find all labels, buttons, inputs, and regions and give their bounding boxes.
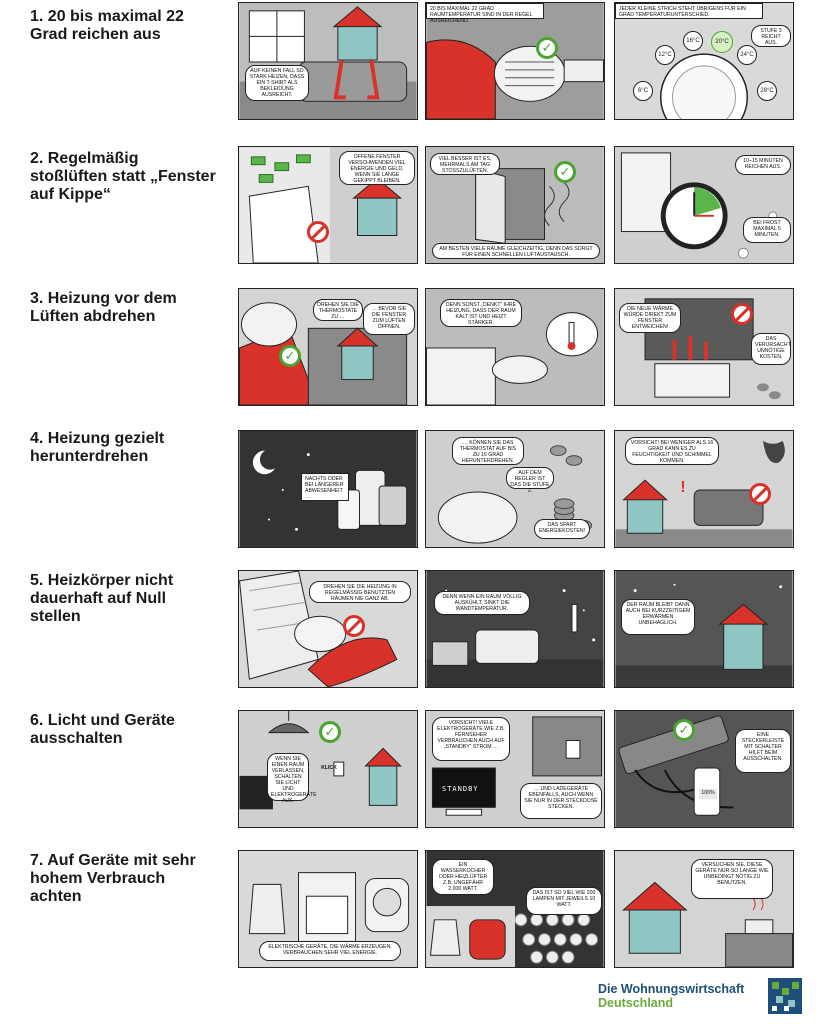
sound-effect: Klick [321, 765, 337, 771]
speech-bubble: Auf dem Regler ist das die Stufe 2. [506, 467, 554, 494]
comic-panel: Denn sonst „denkt“ Ihre Heizung, dass de… [425, 288, 605, 406]
comic-panel: Viel besser ist es, mehrmals am Tag stoß… [425, 146, 605, 264]
brand-line-2: Deutschland [598, 996, 674, 1010]
comic-panel: Nachts oder bei längerer Abwesenheit … [238, 430, 418, 548]
thermostat-dial-illustration [615, 3, 793, 119]
speech-bubble: Denn wenn ein Raum völlig auskühlt, sink… [434, 591, 530, 615]
comic-panel: ✓ Wenn Sie einen Raum verlassen, schalte… [238, 710, 418, 828]
comic-panel: ! Vorsicht! Bei weniger als 16 Grad kann… [614, 430, 794, 548]
comic-panel: Jeder kleine Strich steht übrigens für e… [614, 2, 794, 120]
speech-bubble: Drehen Sie die Thermostate zu … [313, 299, 363, 321]
temp-chip: 28°C [757, 81, 777, 101]
section-heading: 6. Licht und Geräte ausschalten [30, 712, 175, 747]
speech-bubble: Das verursacht unnötige Kosten. [751, 333, 791, 365]
clock-window-illustration [615, 147, 793, 263]
comic-panel: Drehen Sie die Heizung in regelmäßig ben… [238, 570, 418, 688]
check-icon: ✓ [279, 345, 301, 367]
temp-chip: 16°C [683, 31, 703, 51]
speech-bubble: Drehen Sie die Heizung in regelmäßig ben… [309, 581, 411, 603]
section-heading: 4. Heizung gezielt herunterdrehen [30, 430, 165, 465]
comic-panel: Vorsicht! Viele Elektrogeräte wie z.B. F… [425, 710, 605, 828]
speech-bubble: Das ist so viel wie 200 Lampen mit jewei… [526, 887, 602, 915]
comic-panel: Offene Fenster verschwenden viel Energie… [238, 146, 418, 264]
section-heading: 2. Regelmäßig stoßlüften statt „Fenster … [30, 150, 216, 203]
speech-bubble: Bei Frost maximal 5 Minuten. [743, 217, 791, 243]
caption-box: 20 bis maximal 22 Grad Raumtemperatur si… [426, 3, 544, 24]
section-heading: 5. Heizkörper nicht dauerhaft auf Null s… [30, 572, 174, 625]
speech-bubble: Versuchen Sie, diese Geräte nur so lange… [691, 859, 773, 899]
check-icon: ✓ [673, 719, 695, 741]
temp-chip-active: 20°C [711, 31, 733, 53]
speech-bubble: Vorsicht! Bei weniger als 16 Grad kann e… [625, 437, 719, 465]
comic-panel: ✓ Eine Steckerleiste mit Schalter hilft … [614, 710, 794, 828]
comic-panel: Ein Wasserkocher oder Heizlüfter z.B. un… [425, 850, 605, 968]
section-7: 7. Auf Geräte mit sehr hohem Verbrauch a… [0, 850, 838, 978]
speech-bubble: Ein Wasserkocher oder Heizlüfter z.B. un… [432, 859, 494, 895]
speech-bubble: Die neue Wärme würde direkt zum Fenster … [619, 303, 681, 333]
brand-logo-icon [768, 978, 802, 1014]
section-heading: 3. Heizung vor dem Lüften abdrehen [30, 290, 177, 325]
speech-bubble: Am besten viele Räume gleichzeitig, denn… [432, 243, 600, 259]
speech-bubble: 10–15 Minuten reichen aus. [735, 155, 791, 175]
temp-chip: 12°C [655, 45, 675, 65]
section-6: 6. Licht und Geräte ausschalten ✓ Wenn S… [0, 710, 838, 838]
section-1: 1. 20 bis maximal 22 Grad reichen aus Au… [0, 2, 838, 130]
speech-bubble: Elektrische Geräte, die Wärme erzeugen, … [259, 941, 401, 961]
section-3: 3. Heizung vor dem Lüften abdrehen Drehe… [0, 288, 838, 416]
comic-panel: Der Raum bleibt dann auch bei kurzzeitig… [614, 570, 794, 688]
check-icon: ✓ [554, 161, 576, 183]
section-heading: 1. 20 bis maximal 22 Grad reichen aus [30, 8, 184, 43]
temp-chip: 24°C [737, 45, 757, 65]
no-icon [731, 303, 753, 325]
comic-panel: Versuchen Sie, diese Geräte nur so lange… [614, 850, 794, 968]
comic-panel: Drehen Sie die Thermostate zu … … bevor … [238, 288, 418, 406]
phone-battery-text: 100% [699, 789, 717, 799]
speech-bubble: Auf keinen Fall so stark heizen, dass ei… [245, 65, 309, 101]
speech-bubble: … und Ladegeräte ebenfalls, auch wenn si… [520, 783, 602, 819]
brand-wordmark: Die Wohnungswirtschaft Deutschland [598, 982, 768, 1010]
comic-panel: 10–15 Minuten reichen aus. Bei Frost max… [614, 146, 794, 264]
mold-sofa-illustration: ! [615, 431, 793, 547]
speech-bubble: Wenn Sie einen Raum verlassen, schalten … [267, 753, 317, 804]
speech-bubble: … können Sie das Thermostat auf bis zu 1… [452, 437, 524, 465]
speech-bubble: Denn sonst „denkt“ Ihre Heizung, dass de… [440, 299, 522, 327]
thermostat-hand-illustration [426, 3, 604, 119]
tv-standby-label: STANDBY [442, 785, 479, 793]
caption-box: Jeder kleine Strich steht übrigens für e… [615, 3, 763, 19]
speech-bubble: Viel besser ist es, mehrmals am Tag stoß… [430, 153, 500, 175]
check-icon: ✓ [536, 37, 558, 59]
section-2: 2. Regelmäßig stoßlüften statt „Fenster … [0, 146, 838, 274]
comic-panel: 20 bis maximal 22 Grad Raumtemperatur si… [425, 2, 605, 120]
section-4: 4. Heizung gezielt herunterdrehen Nachts… [0, 430, 838, 558]
comic-panel: Denn wenn ein Raum völlig auskühlt, sink… [425, 570, 605, 688]
speech-bubble: Das spart Energiekosten! [534, 519, 590, 539]
comic-panel: Die neue Wärme würde direkt zum Fenster … [614, 288, 794, 406]
no-icon [749, 483, 771, 505]
svg-text:!: ! [680, 479, 685, 496]
comic-panel: … können Sie das Thermostat auf bis zu 1… [425, 430, 605, 548]
caption-box: Nachts oder bei längerer Abwesenheit … [301, 473, 349, 501]
speech-bubble: Stufe 3 reicht aus. [751, 25, 791, 47]
speech-bubble: Der Raum bleibt dann auch bei kurzzeitig… [621, 599, 695, 635]
comic-panel: Elektrische Geräte, die Wärme erzeugen, … [238, 850, 418, 968]
cold-living-room-illustration [426, 571, 604, 687]
comic-panel: Auf keinen Fall so stark heizen, dass ei… [238, 2, 418, 120]
speech-bubble: Offene Fenster verschwenden viel Energie… [339, 151, 415, 185]
speech-bubble: Vorsicht! Viele Elektrogeräte wie z.B. F… [432, 717, 510, 761]
no-icon [307, 221, 329, 243]
living-room-illustration [239, 3, 417, 119]
no-icon [343, 615, 365, 637]
temp-chip: 6°C [633, 81, 653, 101]
section-5: 5. Heizkörper nicht dauerhaft auf Null s… [0, 570, 838, 698]
speech-bubble: Eine Steckerleiste mit Schalter hilft be… [735, 729, 791, 773]
check-icon: ✓ [319, 721, 341, 743]
brand-line-1: Die Wohnungswirtschaft [598, 982, 745, 996]
speech-bubble: … bevor Sie die Fenster zum Lüften öffne… [363, 303, 415, 335]
section-heading: 7. Auf Geräte mit sehr hohem Verbrauch a… [30, 852, 196, 905]
